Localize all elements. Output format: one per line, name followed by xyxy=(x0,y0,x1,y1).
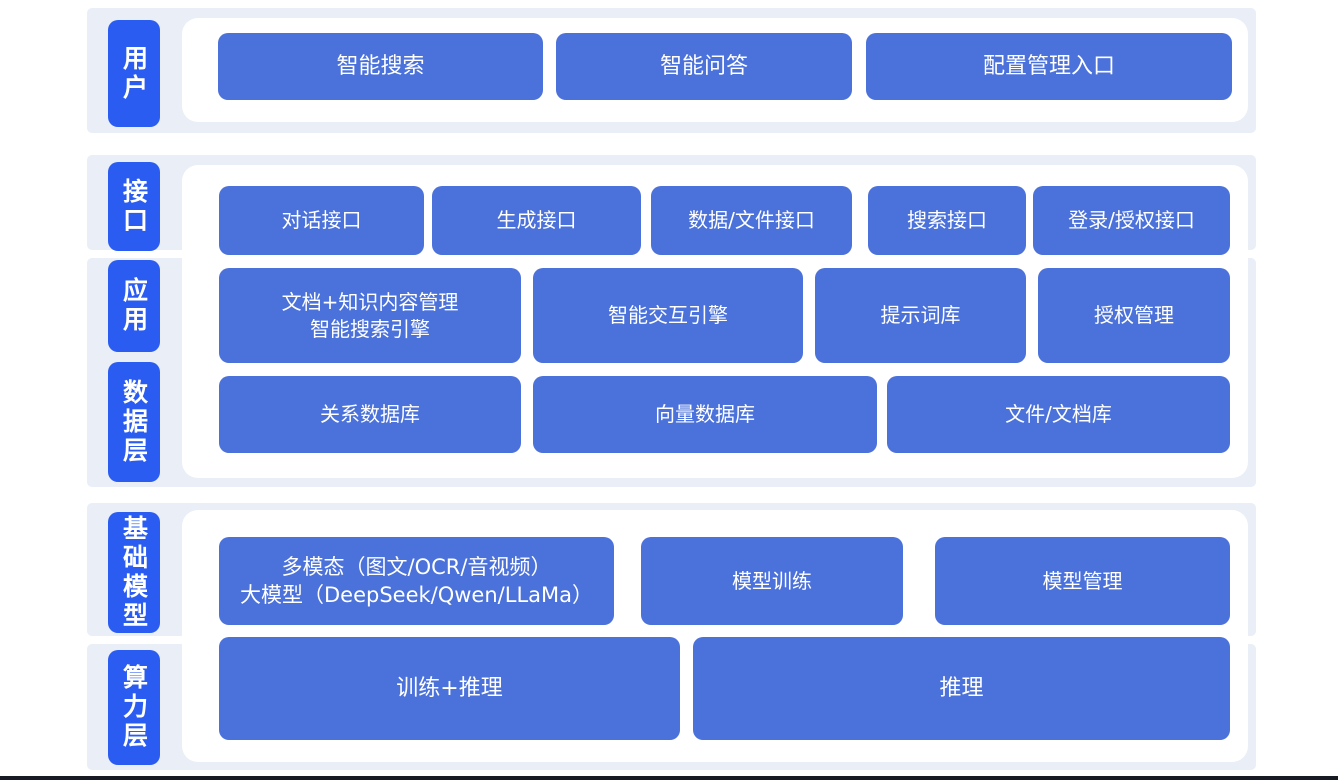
block-training-inference: 训练+推理 xyxy=(219,637,680,740)
block-model-management: 模型管理 xyxy=(935,537,1230,625)
block-config-management-entry: 配置管理入口 xyxy=(866,33,1232,100)
block-multimodal-llm: 多模态（图文/OCR/音视频） 大模型（DeepSeek/Qwen/LLaMa） xyxy=(219,537,614,625)
block-prompt-library: 提示词库 xyxy=(815,268,1026,363)
layer-label-compute: 算力层 xyxy=(108,650,160,765)
layer-label-foundation-model: 基础模型 xyxy=(108,512,160,633)
block-line2: 大模型（DeepSeek/Qwen/LLaMa） xyxy=(239,583,593,607)
block-inference: 推理 xyxy=(693,637,1230,740)
layer-label-data: 数据层 xyxy=(108,362,160,482)
block-generation-api: 生成接口 xyxy=(432,186,641,255)
block-file-doc-store: 文件/文档库 xyxy=(887,376,1230,453)
block-auth-management: 授权管理 xyxy=(1038,268,1230,363)
block-smart-search: 智能搜索 xyxy=(218,33,543,100)
layer-label-user: 用户 xyxy=(108,20,160,127)
block-search-api: 搜索接口 xyxy=(868,186,1026,255)
block-model-training: 模型训练 xyxy=(641,537,903,625)
block-login-auth-api: 登录/授权接口 xyxy=(1033,186,1230,255)
layer-label-interface: 接口 xyxy=(108,162,160,251)
block-smart-qa: 智能问答 xyxy=(556,33,852,100)
block-doc-knowledge-search-engine: 文档+知识内容管理 智能搜索引擎 xyxy=(219,268,521,363)
block-data-file-api: 数据/文件接口 xyxy=(651,186,852,255)
block-vector-db: 向量数据库 xyxy=(533,376,877,453)
block-dialog-api: 对话接口 xyxy=(219,186,424,255)
block-line2: 智能搜索引擎 xyxy=(310,316,430,341)
layer-label-application: 应用 xyxy=(108,260,160,352)
block-line1: 多模态（图文/OCR/音视频） xyxy=(281,554,552,579)
block-relational-db: 关系数据库 xyxy=(219,376,521,453)
bottom-rule xyxy=(0,776,1338,780)
block-line1: 文档+知识内容管理 xyxy=(281,289,459,314)
block-smart-interaction-engine: 智能交互引擎 xyxy=(533,268,803,363)
